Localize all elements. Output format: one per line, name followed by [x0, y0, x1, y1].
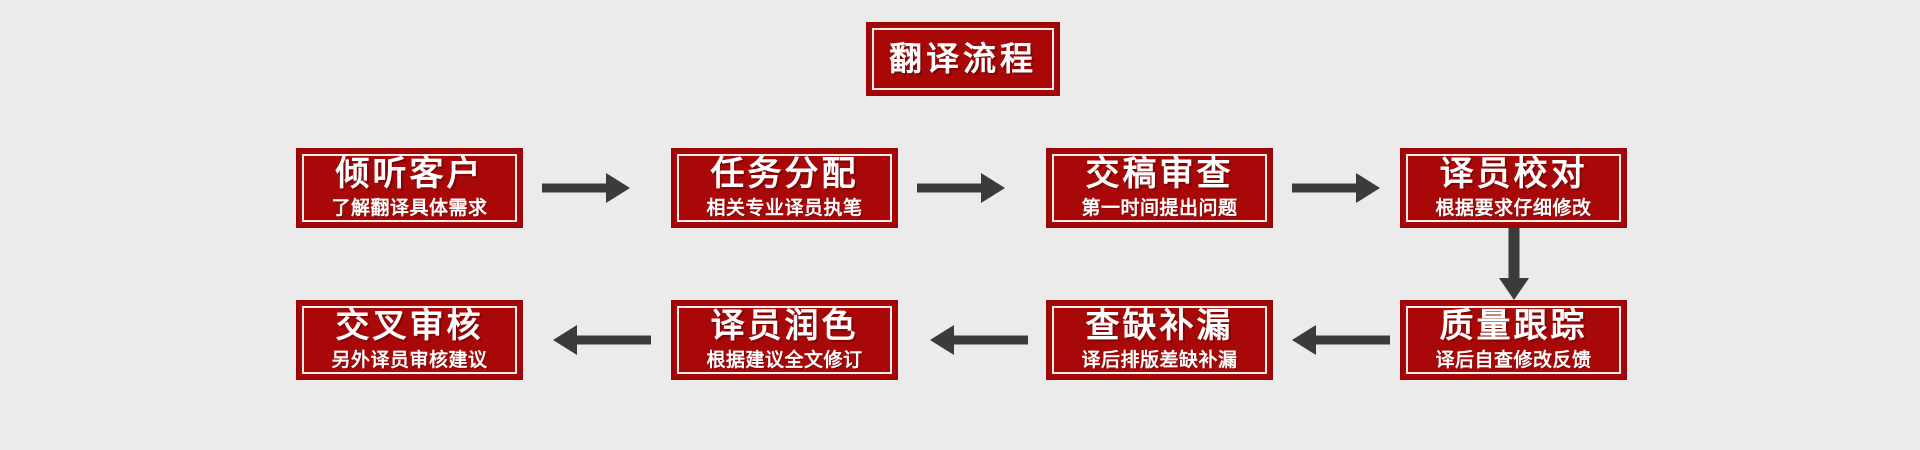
arrow-shaft [1508, 228, 1520, 280]
arrow-left-icon-7 [553, 325, 651, 355]
diagram-title-box: 翻译流程 [866, 22, 1060, 96]
arrow-right-icon-3 [1292, 173, 1380, 203]
process-node-step-1[interactable]: 倾听客户 了解翻译具体需求 [296, 148, 523, 228]
arrow-shaft [954, 335, 1028, 345]
process-node-title-step-4: 译员校对 [1439, 153, 1588, 194]
process-node-subtitle-step-4: 根据要求仔细修改 [1435, 197, 1592, 220]
process-node-subtitle-step-1: 了解翻译具体需求 [331, 197, 488, 220]
process-node-subtitle-step-7: 根据建议全文修订 [706, 349, 863, 372]
arrow-shaft [1292, 183, 1358, 193]
process-node-step-2[interactable]: 任务分配 相关专业译员执笔 [671, 148, 898, 228]
process-node-title-step-3: 交稿审查 [1085, 153, 1234, 194]
arrow-shaft [917, 183, 983, 193]
process-node-step-3[interactable]: 交稿审查 第一时间提出问题 [1046, 148, 1273, 228]
arrow-shaft [542, 183, 608, 193]
process-node-step-4[interactable]: 译员校对 根据要求仔细修改 [1400, 148, 1627, 228]
arrow-head [981, 173, 1005, 203]
arrow-right-icon-2 [917, 173, 1005, 203]
process-node-subtitle-step-5: 译后自查修改反馈 [1435, 349, 1592, 372]
process-node-title-step-8: 交叉审核 [335, 305, 484, 346]
process-node-title-step-6: 查缺补漏 [1085, 305, 1234, 346]
process-node-step-7[interactable]: 译员润色 根据建议全文修订 [671, 300, 898, 380]
arrow-shaft [1316, 335, 1390, 345]
process-node-title-step-2: 任务分配 [710, 153, 859, 194]
process-node-title-step-5: 质量跟踪 [1439, 305, 1588, 346]
process-node-subtitle-step-8: 另外译员审核建议 [331, 349, 488, 372]
arrow-head [1499, 278, 1529, 300]
arrow-head [930, 325, 954, 355]
process-node-step-8[interactable]: 交叉审核 另外译员审核建议 [296, 300, 523, 380]
process-node-subtitle-step-6: 译后排版差缺补漏 [1081, 349, 1238, 372]
arrow-shaft [577, 335, 651, 345]
process-node-step-6[interactable]: 查缺补漏 译后排版差缺补漏 [1046, 300, 1273, 380]
process-node-title-step-7: 译员润色 [710, 305, 859, 346]
process-node-subtitle-step-3: 第一时间提出问题 [1081, 197, 1238, 220]
process-node-subtitle-step-2: 相关专业译员执笔 [706, 197, 863, 220]
arrow-head [1292, 325, 1316, 355]
arrow-head [1356, 173, 1380, 203]
arrow-down-icon-4 [1499, 228, 1529, 300]
arrow-left-icon-6 [930, 325, 1028, 355]
arrow-right-icon-1 [542, 173, 630, 203]
arrow-left-icon-5 [1292, 325, 1390, 355]
arrow-head [553, 325, 577, 355]
arrow-head [606, 173, 630, 203]
process-node-title-step-1: 倾听客户 [335, 153, 484, 194]
process-node-step-5[interactable]: 质量跟踪 译后自查修改反馈 [1400, 300, 1627, 380]
diagram-title-text: 翻译流程 [889, 38, 1037, 78]
